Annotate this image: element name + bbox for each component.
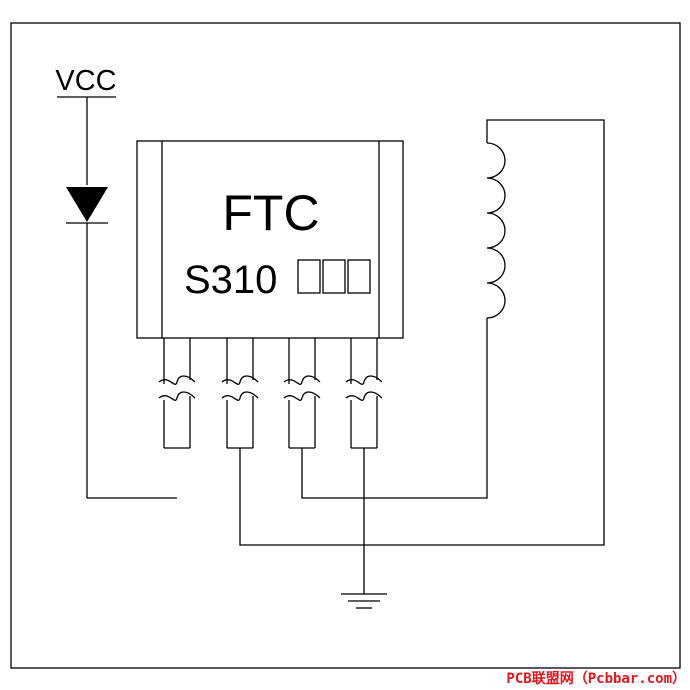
chip-pin-2: [221, 338, 259, 449]
pin2-to-inductor-top-wire: [239, 119, 605, 546]
diode-icon: [66, 187, 108, 224]
vcc-label: VCC: [55, 65, 116, 97]
chip-package: [136, 140, 404, 339]
inductor-coil-icon: [486, 142, 506, 319]
chip-pin-3: [283, 338, 321, 449]
chip-brand-label: FTC: [222, 185, 319, 241]
chip-pin-1: [158, 338, 196, 449]
chip-part-label: S310: [184, 258, 277, 302]
placeholder-box-icon: [297, 259, 371, 294]
watermark-text: PCB联盟网（Pcbbar.com）: [506, 671, 686, 687]
chip-pin-4: [345, 338, 383, 449]
chip-pins: [158, 338, 383, 449]
ground-icon: [341, 593, 387, 609]
diagram-frame: [10, 22, 681, 669]
pin3-to-inductor-bottom-wire: [301, 318, 488, 499]
